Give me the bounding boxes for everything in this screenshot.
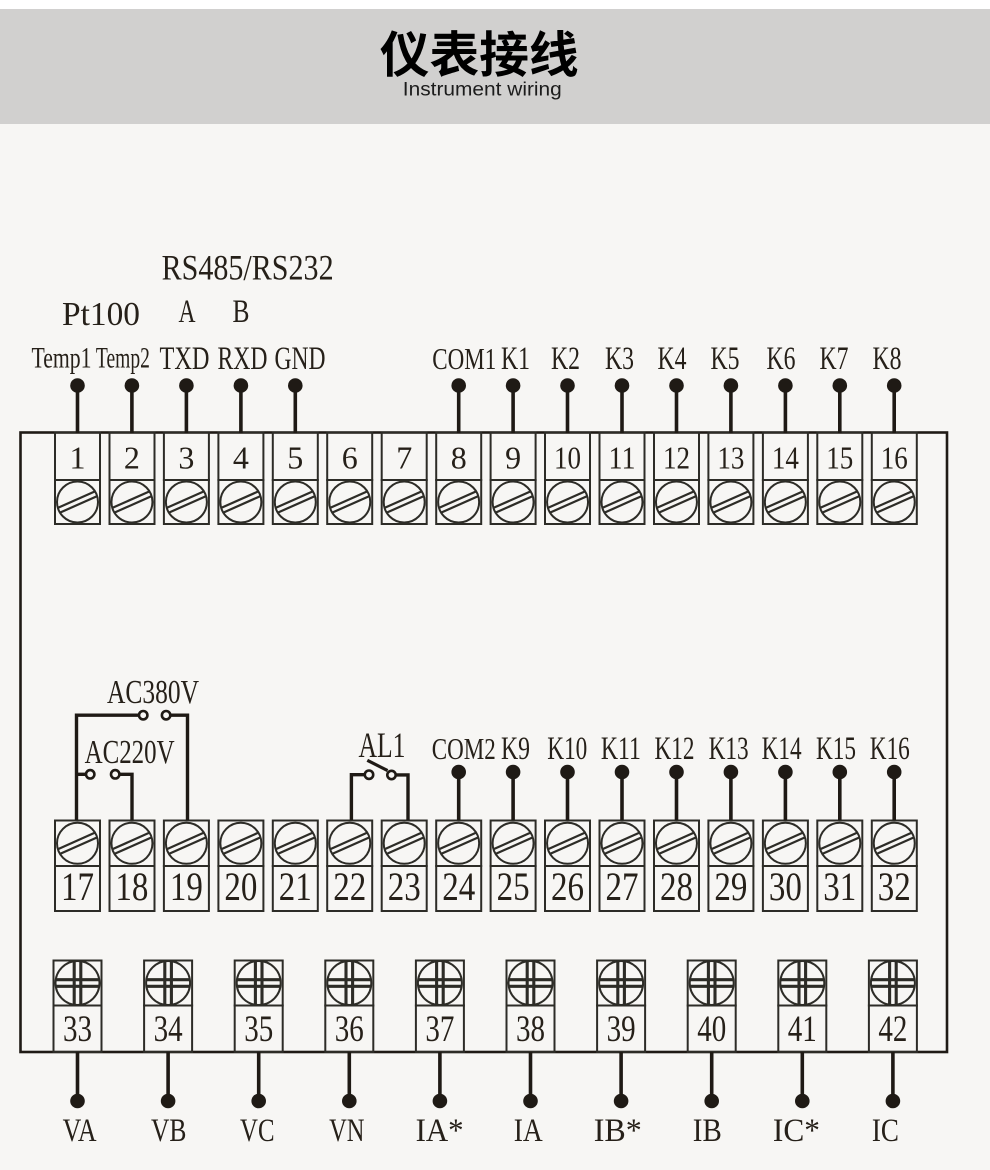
svg-text:K15: K15 (816, 731, 856, 767)
svg-text:31: 31 (823, 864, 856, 909)
svg-text:K9: K9 (501, 731, 530, 767)
svg-text:41: 41 (788, 1009, 817, 1050)
svg-text:2: 2 (124, 440, 140, 476)
svg-text:5: 5 (287, 440, 303, 476)
svg-text:IC*: IC* (773, 1113, 820, 1149)
svg-text:K7: K7 (820, 341, 849, 377)
svg-text:30: 30 (769, 864, 802, 909)
svg-text:IC: IC (872, 1113, 899, 1149)
svg-text:IB*: IB* (594, 1113, 642, 1149)
svg-text:TXD: TXD (160, 341, 210, 377)
svg-text:Instrument wiring: Instrument wiring (403, 80, 562, 101)
svg-text:A: A (179, 294, 196, 330)
svg-text:4: 4 (233, 440, 249, 476)
svg-text:AL1: AL1 (359, 725, 406, 765)
svg-text:28: 28 (660, 864, 693, 909)
svg-text:K13: K13 (709, 731, 749, 767)
svg-text:21: 21 (279, 864, 312, 909)
svg-text:3: 3 (178, 440, 194, 476)
svg-text:K2: K2 (551, 341, 580, 377)
svg-text:K14: K14 (762, 731, 802, 767)
svg-text:K10: K10 (547, 731, 587, 767)
svg-text:38: 38 (516, 1009, 545, 1050)
svg-text:22: 22 (333, 864, 366, 909)
svg-text:VN: VN (329, 1113, 365, 1149)
svg-text:33: 33 (63, 1009, 92, 1050)
svg-text:COM2: COM2 (432, 731, 496, 766)
svg-text:18: 18 (115, 864, 148, 909)
svg-text:VC: VC (240, 1113, 275, 1149)
svg-text:17: 17 (61, 864, 94, 909)
svg-text:K4: K4 (658, 341, 687, 377)
svg-text:K11: K11 (601, 731, 641, 767)
svg-text:IB: IB (693, 1113, 722, 1149)
svg-text:40: 40 (697, 1009, 726, 1050)
svg-text:23: 23 (388, 864, 421, 909)
svg-text:1: 1 (70, 440, 86, 476)
svg-text:11: 11 (609, 440, 636, 476)
svg-text:25: 25 (497, 864, 530, 909)
svg-text:RXD: RXD (218, 341, 268, 377)
svg-text:K5: K5 (711, 341, 740, 377)
svg-text:12: 12 (663, 440, 690, 476)
svg-text:39: 39 (607, 1009, 636, 1050)
svg-text:VA: VA (63, 1113, 97, 1149)
svg-text:COM1: COM1 (432, 341, 496, 376)
svg-text:K1: K1 (501, 341, 530, 377)
svg-text:8: 8 (451, 440, 467, 476)
svg-text:7: 7 (396, 440, 412, 476)
svg-text:36: 36 (335, 1009, 364, 1050)
svg-text:16: 16 (881, 440, 908, 476)
svg-text:K3: K3 (605, 341, 634, 377)
svg-text:AC220V: AC220V (85, 734, 175, 771)
svg-text:AC380V: AC380V (107, 674, 199, 711)
svg-text:Temp1: Temp1 (32, 342, 92, 375)
svg-text:29: 29 (714, 864, 747, 909)
svg-text:B: B (233, 294, 250, 330)
svg-text:RS485/RS232: RS485/RS232 (162, 248, 334, 288)
svg-text:9: 9 (505, 440, 521, 476)
svg-text:IA: IA (514, 1113, 543, 1149)
svg-text:K12: K12 (655, 731, 695, 767)
svg-text:35: 35 (244, 1009, 273, 1050)
svg-text:19: 19 (170, 864, 203, 909)
svg-text:20: 20 (224, 864, 257, 909)
svg-text:K16: K16 (870, 731, 910, 767)
svg-text:K6: K6 (767, 341, 796, 377)
svg-text:34: 34 (154, 1009, 183, 1050)
svg-text:10: 10 (554, 440, 581, 476)
svg-text:6: 6 (342, 440, 358, 476)
svg-text:IA*: IA* (416, 1113, 464, 1149)
svg-text:37: 37 (425, 1009, 454, 1050)
svg-text:24: 24 (442, 864, 475, 909)
svg-text:K8: K8 (873, 341, 902, 377)
svg-text:32: 32 (878, 864, 911, 909)
svg-text:14: 14 (772, 440, 799, 476)
svg-text:42: 42 (878, 1009, 907, 1050)
svg-text:26: 26 (551, 864, 584, 909)
svg-text:Temp2: Temp2 (96, 342, 150, 375)
svg-text:VB: VB (151, 1113, 187, 1149)
svg-text:GND: GND (275, 341, 326, 377)
svg-text:13: 13 (717, 440, 744, 476)
svg-text:Pt100: Pt100 (62, 296, 140, 333)
svg-text:27: 27 (606, 864, 639, 909)
svg-text:15: 15 (826, 440, 853, 476)
